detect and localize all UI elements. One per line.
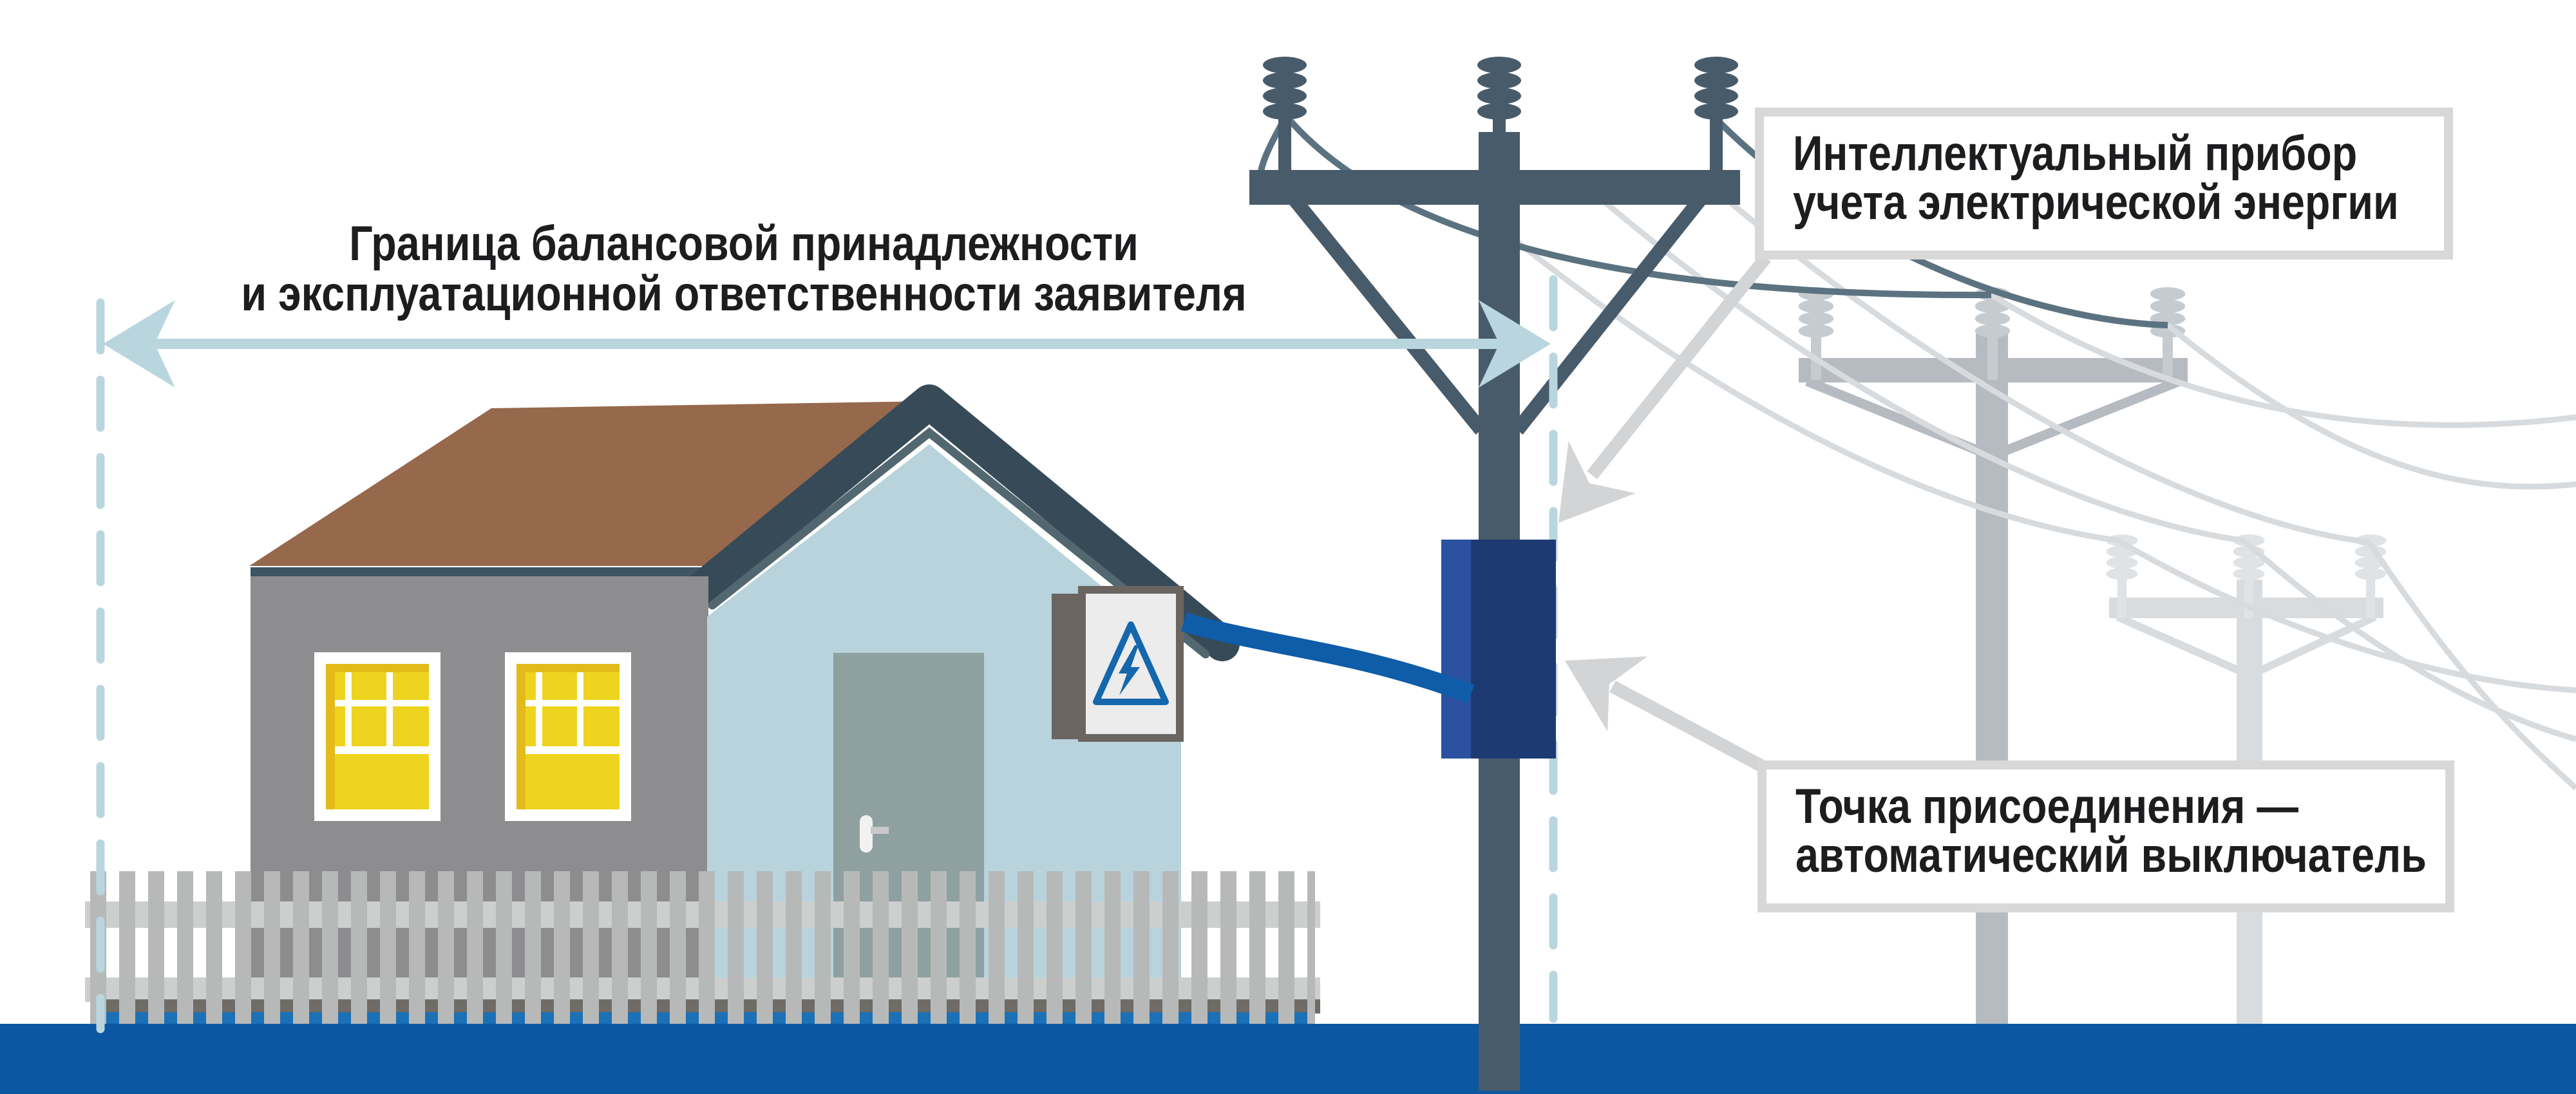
ground-band [0,1024,2576,1094]
window-panes [326,664,429,809]
meter-box-front [1471,540,1556,759]
wire [2166,323,2576,490]
window-left [314,652,440,821]
lightning-bolt [1119,645,1140,695]
pole-base [1479,1024,1520,1091]
double-headed-arrow-icon [103,300,1551,388]
insulator-icon [1694,57,1738,173]
window-shade-top [516,664,620,672]
wire [2367,542,2576,791]
gray-arrowhead-icon [1565,656,1648,731]
arrowhead-right-icon [1479,300,1551,388]
window-shade-left [516,664,526,809]
wire [1989,292,2576,428]
wire [1479,210,2121,544]
service-cable [1180,612,1475,704]
gable-trim-inner [708,427,1210,659]
window-shade-left [326,664,335,809]
callout-connection-point: Точка присоединения — автоматический вык… [1757,760,2454,912]
callout-meter-line-1: Интеллектуальный прибор [1793,126,2357,180]
box-side [1052,594,1082,739]
pole-crossarm [1249,170,1740,205]
pole-mast [1976,334,2008,1025]
title-line-1: Граница балансовой принадлежности [349,216,1139,270]
pole-brace [1997,377,2181,458]
callout-connection-line-1: Точка присоединения — [1795,778,2298,833]
window-right [505,652,631,821]
door-handle [860,815,873,853]
service-entrance-box [1052,586,1184,742]
callout-box [1755,108,2453,259]
arrowhead-left-icon [103,300,175,388]
callout-arrows [1558,253,1771,773]
wire [2119,540,2576,693]
pole-brace [1289,195,1487,435]
wire [1708,183,2371,545]
gable-trim [674,384,1240,661]
title-line-2: и эксплуатационной ответственности заяви… [241,266,1246,321]
wire [2244,540,2576,742]
pole-brace [2116,613,2242,675]
pole-brace [2257,613,2377,675]
window-shade-top [326,664,429,672]
gray-arrowhead-icon [1558,440,1636,523]
window-panes [516,664,620,809]
high-voltage-warning-icon [1093,621,1169,705]
callout-meter: Интеллектуальный прибор учета электричес… [1755,108,2453,259]
callout-meter-line-2: учета электрической энергии [1793,174,2399,229]
background-power-pole-near [1798,287,2188,1025]
fence-slats [90,871,1315,1026]
gray-arrow-icon [1609,681,1768,773]
door-handle-bar [871,827,889,834]
meter-box-side [1441,540,1471,759]
roof-edge [251,567,708,578]
callout-connection-line-2: автоматический выключатель [1795,827,2427,882]
gray-arrow-icon [1587,253,1771,480]
background-wires [1479,183,2576,791]
callout-box [1757,760,2454,912]
boundary-title: Граница балансовой принадлежности и эксп… [241,216,1246,321]
fence [85,871,1320,1026]
pole-brace [1511,195,1706,435]
smart-meter-box [1441,540,1556,759]
warning-triangle [1093,621,1169,705]
